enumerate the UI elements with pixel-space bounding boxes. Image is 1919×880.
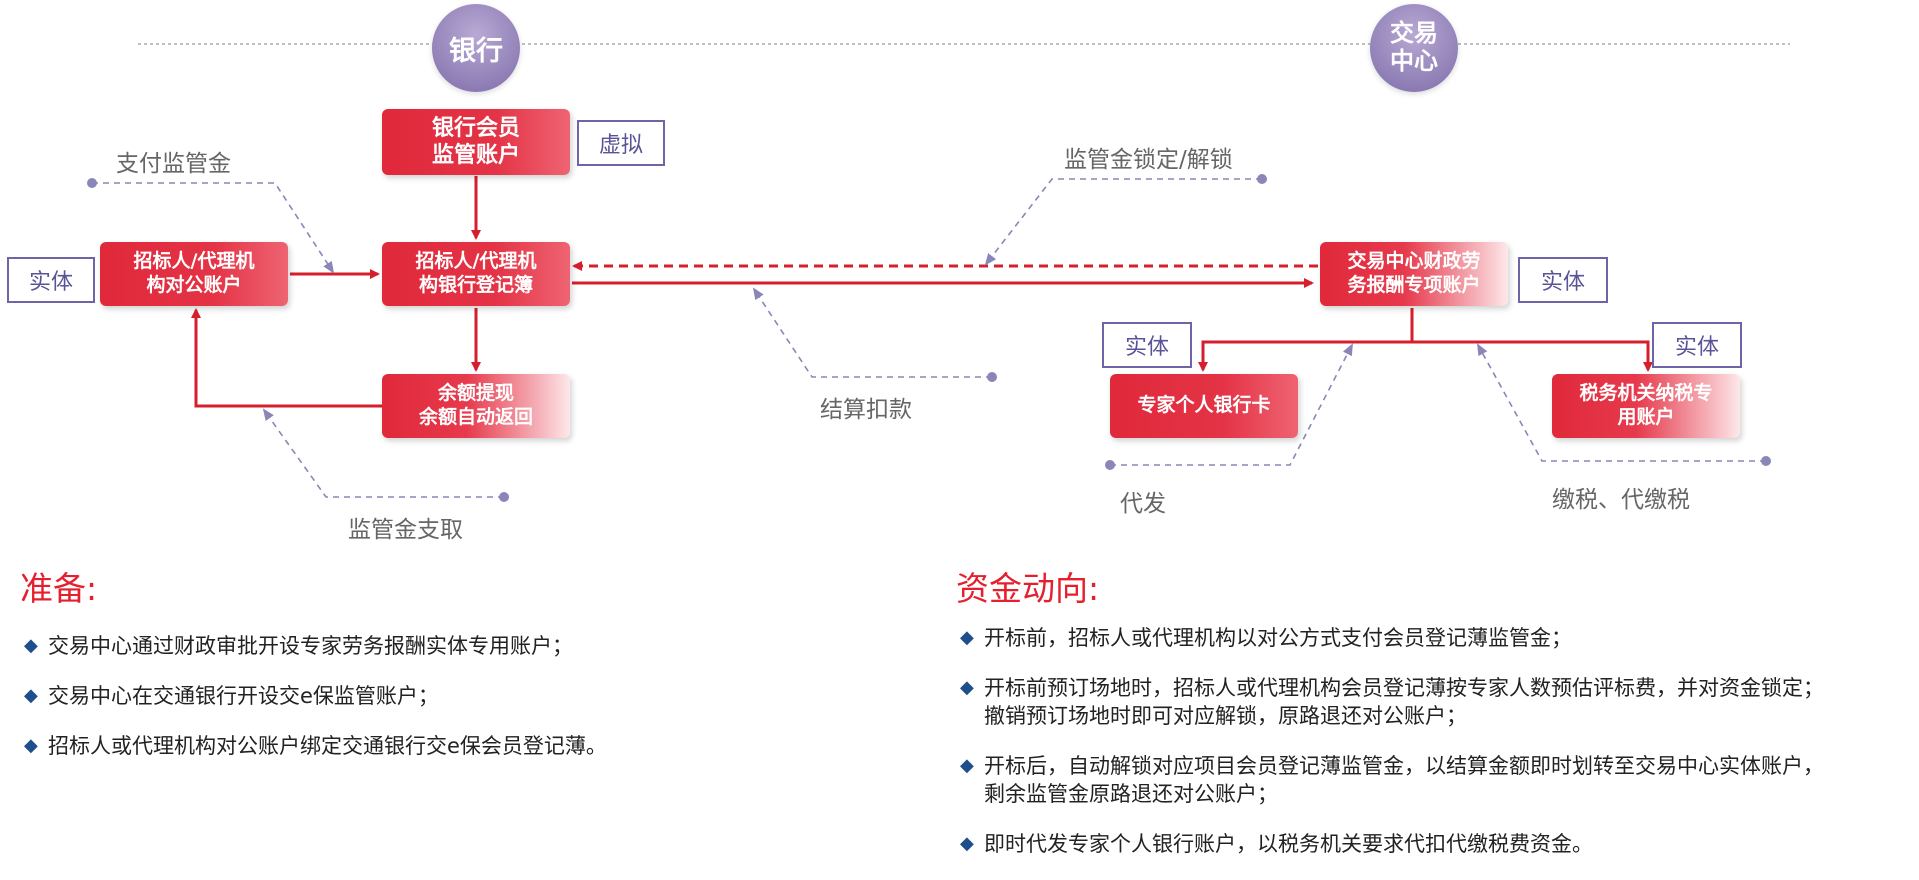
pointer-withdraw [262, 408, 504, 498]
virtual-tag: 虚拟 [577, 120, 665, 166]
flow-item: ◆即时代发专家个人银行账户，以税务机关要求代扣代缴税费资金。 [960, 832, 1593, 856]
flow-list: ◆开标前，招标人或代理机构以对公方式支付会员登记薄监管金； ◆开标前预订场地时，… [960, 624, 1910, 880]
prep-item: ◆招标人或代理机构对公账户绑定交通银行交e保会员登记薄。 [24, 734, 607, 758]
bullet-diamond-icon: ◆ [960, 677, 974, 698]
tax-account-box: 税务机关纳税专 用账户 [1552, 374, 1740, 438]
label-withdraw: 监管金支取 [348, 517, 463, 543]
entity-tag-tax: 实体 [1652, 322, 1742, 368]
bullet-diamond-icon: ◆ [960, 627, 974, 648]
label-lock-unlock: 监管金锁定/解锁 [1064, 147, 1233, 173]
label-settle: 结算扣款 [820, 397, 912, 423]
arrow-center-to-tax [1412, 340, 1653, 372]
bullet-diamond-icon: ◆ [960, 833, 974, 854]
center-circle: 交易 中心 [1370, 4, 1458, 92]
bank-circle: 银行 [432, 4, 520, 92]
bullet-diamond-icon: ◆ [24, 735, 38, 756]
entity-tag-expert: 实体 [1102, 322, 1192, 368]
bank-member-account-box: 银行会员 监管账户 [382, 109, 570, 175]
flow-item: ◆开标前预订场地时，招标人或代理机构会员登记薄按专家人数预估评标费，并对资金锁定… [960, 676, 1824, 728]
pointer-issue [1110, 343, 1353, 466]
prep-title: 准备: [20, 569, 98, 608]
prep-item: ◆交易中心在交通银行开设交e保监管账户； [24, 684, 439, 708]
arrow-center-split [1198, 308, 1414, 372]
entity-tag-left: 实体 [7, 257, 95, 303]
label-tax: 缴税、代缴税 [1552, 487, 1690, 513]
label-issue: 代发 [1120, 491, 1166, 517]
center-finance-account-box: 交易中心财政劳 务报酬专项账户 [1320, 242, 1508, 306]
balance-return-box: 余额提现 余额自动返回 [382, 374, 570, 438]
expert-bank-card-box: 专家个人银行卡 [1110, 374, 1298, 438]
tenderer-register-box: 招标人/代理机 构银行登记簿 [382, 242, 570, 306]
pointer-tax [1477, 343, 1766, 462]
arrow-balance-to-public [191, 308, 382, 408]
flow-item: ◆开标后，自动解锁对应项目会员登记薄监管金，以结算金额即时划转至交易中心实体账户… [960, 754, 1824, 806]
label-pay-deposit: 支付监管金 [116, 151, 231, 177]
pointer-settle [752, 287, 992, 378]
bullet-diamond-icon: ◆ [24, 685, 38, 706]
flow-title: 资金动向: [956, 569, 1100, 608]
bullet-diamond-icon: ◆ [960, 755, 974, 776]
entity-tag-right: 实体 [1518, 257, 1608, 303]
pointer-pay-deposit [92, 182, 335, 274]
flow-item: ◆开标前，招标人或代理机构以对公方式支付会员登记薄监管金； [960, 626, 1572, 650]
prep-item: ◆交易中心通过财政审批开设专家劳务报酬实体专用账户； [24, 634, 573, 658]
bullet-diamond-icon: ◆ [24, 635, 38, 656]
pointer-lock-unlock [984, 178, 1262, 266]
prep-list: ◆交易中心通过财政审批开设专家劳务报酬实体专用账户； ◆交易中心在交通银行开设交… [24, 632, 924, 782]
tenderer-public-account-box: 招标人/代理机 构对公账户 [100, 242, 288, 306]
